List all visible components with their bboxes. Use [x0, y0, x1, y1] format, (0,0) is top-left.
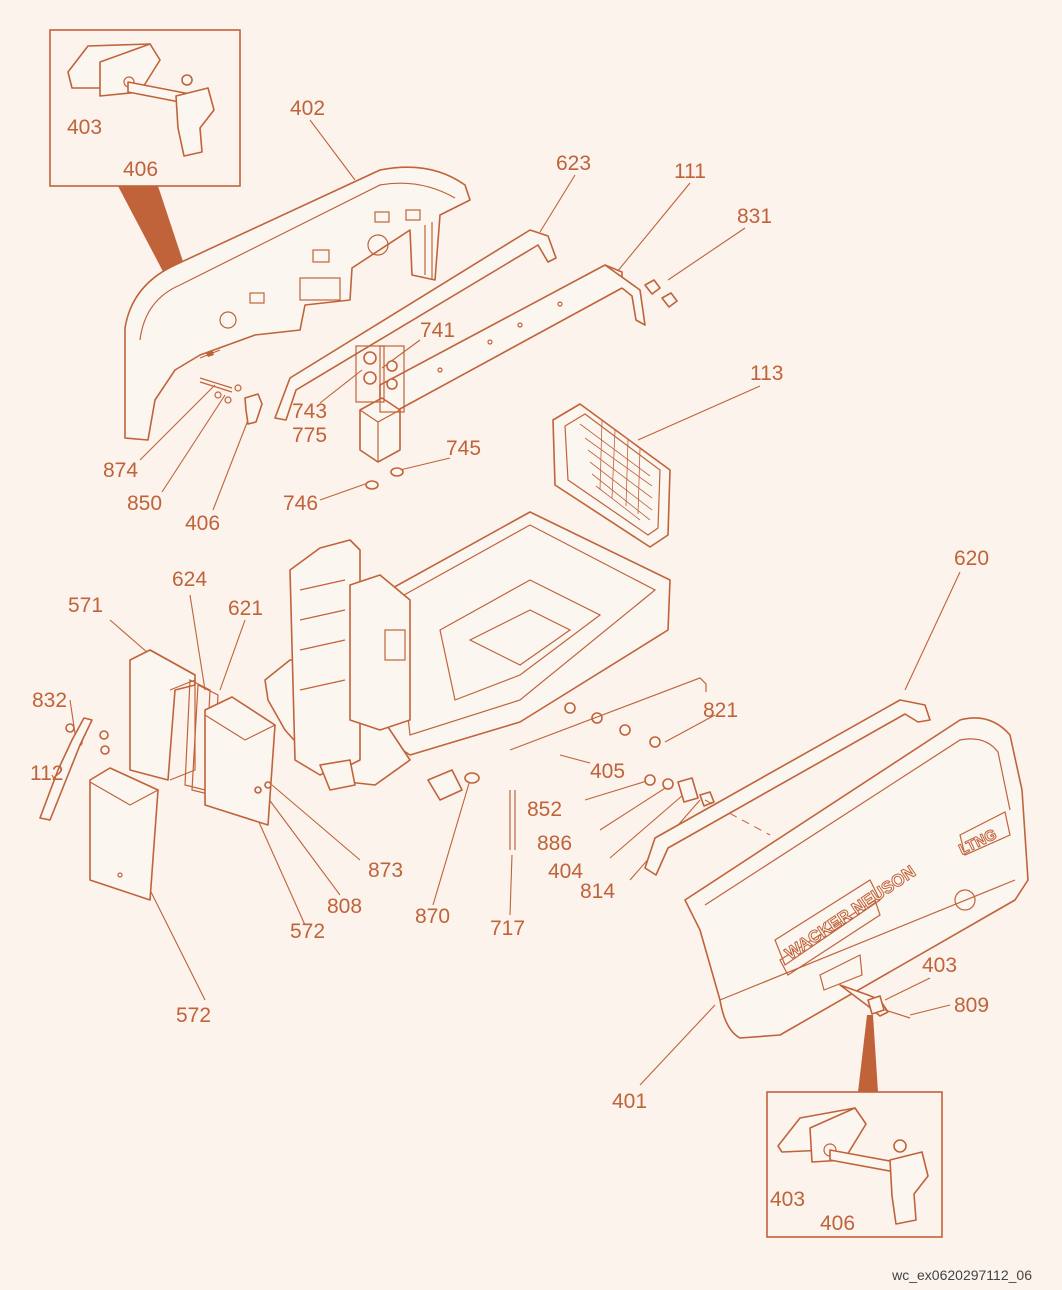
grille-panel-113	[552, 403, 671, 548]
mount-block-743-775	[355, 345, 405, 490]
label-850: 850	[127, 492, 162, 515]
label-406-c: 406	[820, 1212, 855, 1235]
label-111: 111	[674, 160, 706, 183]
leader-lines	[51, 79, 961, 1209]
label-821: 821	[703, 699, 738, 722]
seal-strip-620	[644, 699, 931, 876]
label-406-b: 406	[123, 158, 158, 181]
label-717: 717	[490, 917, 525, 940]
label-113: 113	[750, 362, 783, 385]
label-852: 852	[527, 798, 562, 821]
label-741: 741	[420, 319, 455, 342]
label-808: 808	[327, 895, 362, 918]
main-frame	[264, 511, 671, 801]
label-572-a: 572	[290, 920, 325, 943]
label-870: 870	[415, 905, 450, 928]
bracket-beam-111	[379, 264, 646, 446]
label-745: 745	[446, 437, 481, 460]
rod-717	[509, 790, 516, 850]
label-874: 874	[103, 459, 138, 482]
label-814: 814	[580, 880, 615, 903]
inset-pointer-bottom	[858, 1015, 878, 1092]
bolts-831	[644, 279, 678, 308]
latch-403-809	[839, 984, 911, 1019]
label-775: 775	[292, 424, 327, 447]
label-403-c: 403	[770, 1188, 805, 1211]
label-403-b: 403	[922, 954, 957, 977]
label-746: 746	[283, 492, 318, 515]
label-809: 809	[954, 994, 989, 1017]
fasteners-874-850-406	[199, 377, 263, 425]
label-623: 623	[556, 152, 591, 175]
label-112: 112	[30, 762, 63, 785]
rod-405	[509, 677, 707, 751]
part-labels: 402 623 111 831 741 743 775 113 745 746 …	[30, 97, 989, 1235]
seal-strip-623	[274, 229, 557, 421]
label-624: 624	[172, 568, 207, 591]
label-401: 401	[612, 1090, 647, 1113]
drawing-code: wc_ex0620297112_06	[891, 1267, 1032, 1283]
inset-bottom	[766, 1091, 943, 1238]
label-571: 571	[68, 594, 103, 617]
label-404: 404	[548, 860, 583, 883]
hood-left-402	[124, 166, 471, 441]
label-405: 405	[590, 760, 625, 783]
label-886: 886	[537, 832, 572, 855]
label-873: 873	[368, 859, 403, 882]
label-743: 743	[292, 400, 327, 423]
hardware-852-886-404-814	[644, 774, 771, 836]
label-831: 831	[737, 205, 772, 228]
label-620: 620	[954, 547, 989, 570]
battery-boxes	[39, 649, 277, 901]
label-832: 832	[32, 689, 67, 712]
inset-top	[49, 29, 241, 187]
label-572-b: 572	[176, 1004, 211, 1027]
label-621: 621	[228, 597, 263, 620]
hood-right-401	[684, 717, 1029, 1039]
label-406-a: 406	[185, 512, 220, 535]
label-402: 402	[290, 97, 325, 120]
label-403-a: 403	[67, 116, 102, 139]
